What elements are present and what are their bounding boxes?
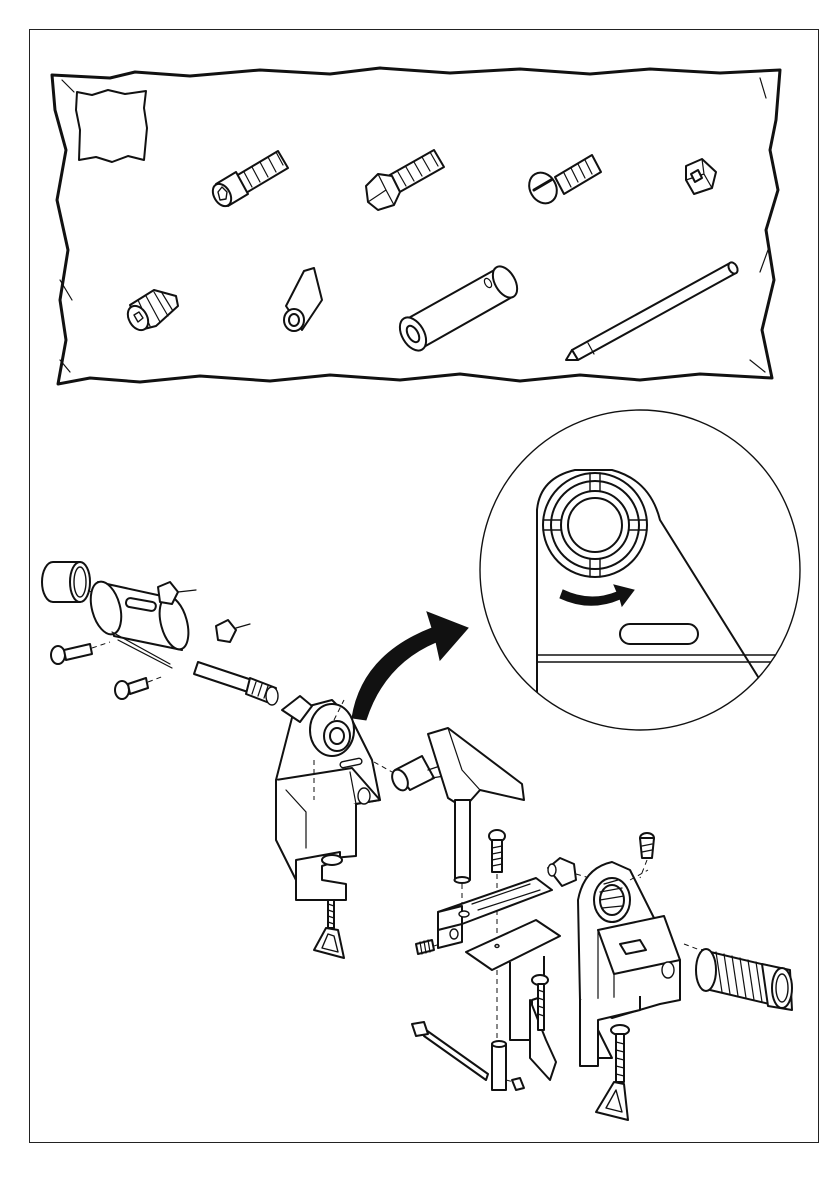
- square-nut-icon: [686, 159, 716, 194]
- motor-housing-assembly: [42, 562, 380, 958]
- socket-head-screw-icon: [209, 151, 288, 209]
- tailstock-assembly: [548, 833, 792, 1120]
- parts-bag: [52, 68, 780, 384]
- tool-rest-assembly: [374, 728, 560, 1090]
- bearing-housing-icon: [543, 473, 647, 577]
- cone-tip-icon: [284, 268, 322, 331]
- slotted-screw-icon: [524, 155, 601, 208]
- pin-rod-icon: [566, 261, 739, 360]
- hex-bolt-icon: [366, 150, 444, 210]
- curved-arrow-icon: [352, 612, 468, 720]
- threaded-sleeve-icon: [684, 944, 792, 1010]
- sleeve-tube-icon: [394, 262, 522, 355]
- small-bag-icon: [76, 90, 147, 162]
- slot-icon: [620, 624, 698, 644]
- detail-view: [480, 410, 800, 730]
- set-screw-icon: [124, 290, 178, 334]
